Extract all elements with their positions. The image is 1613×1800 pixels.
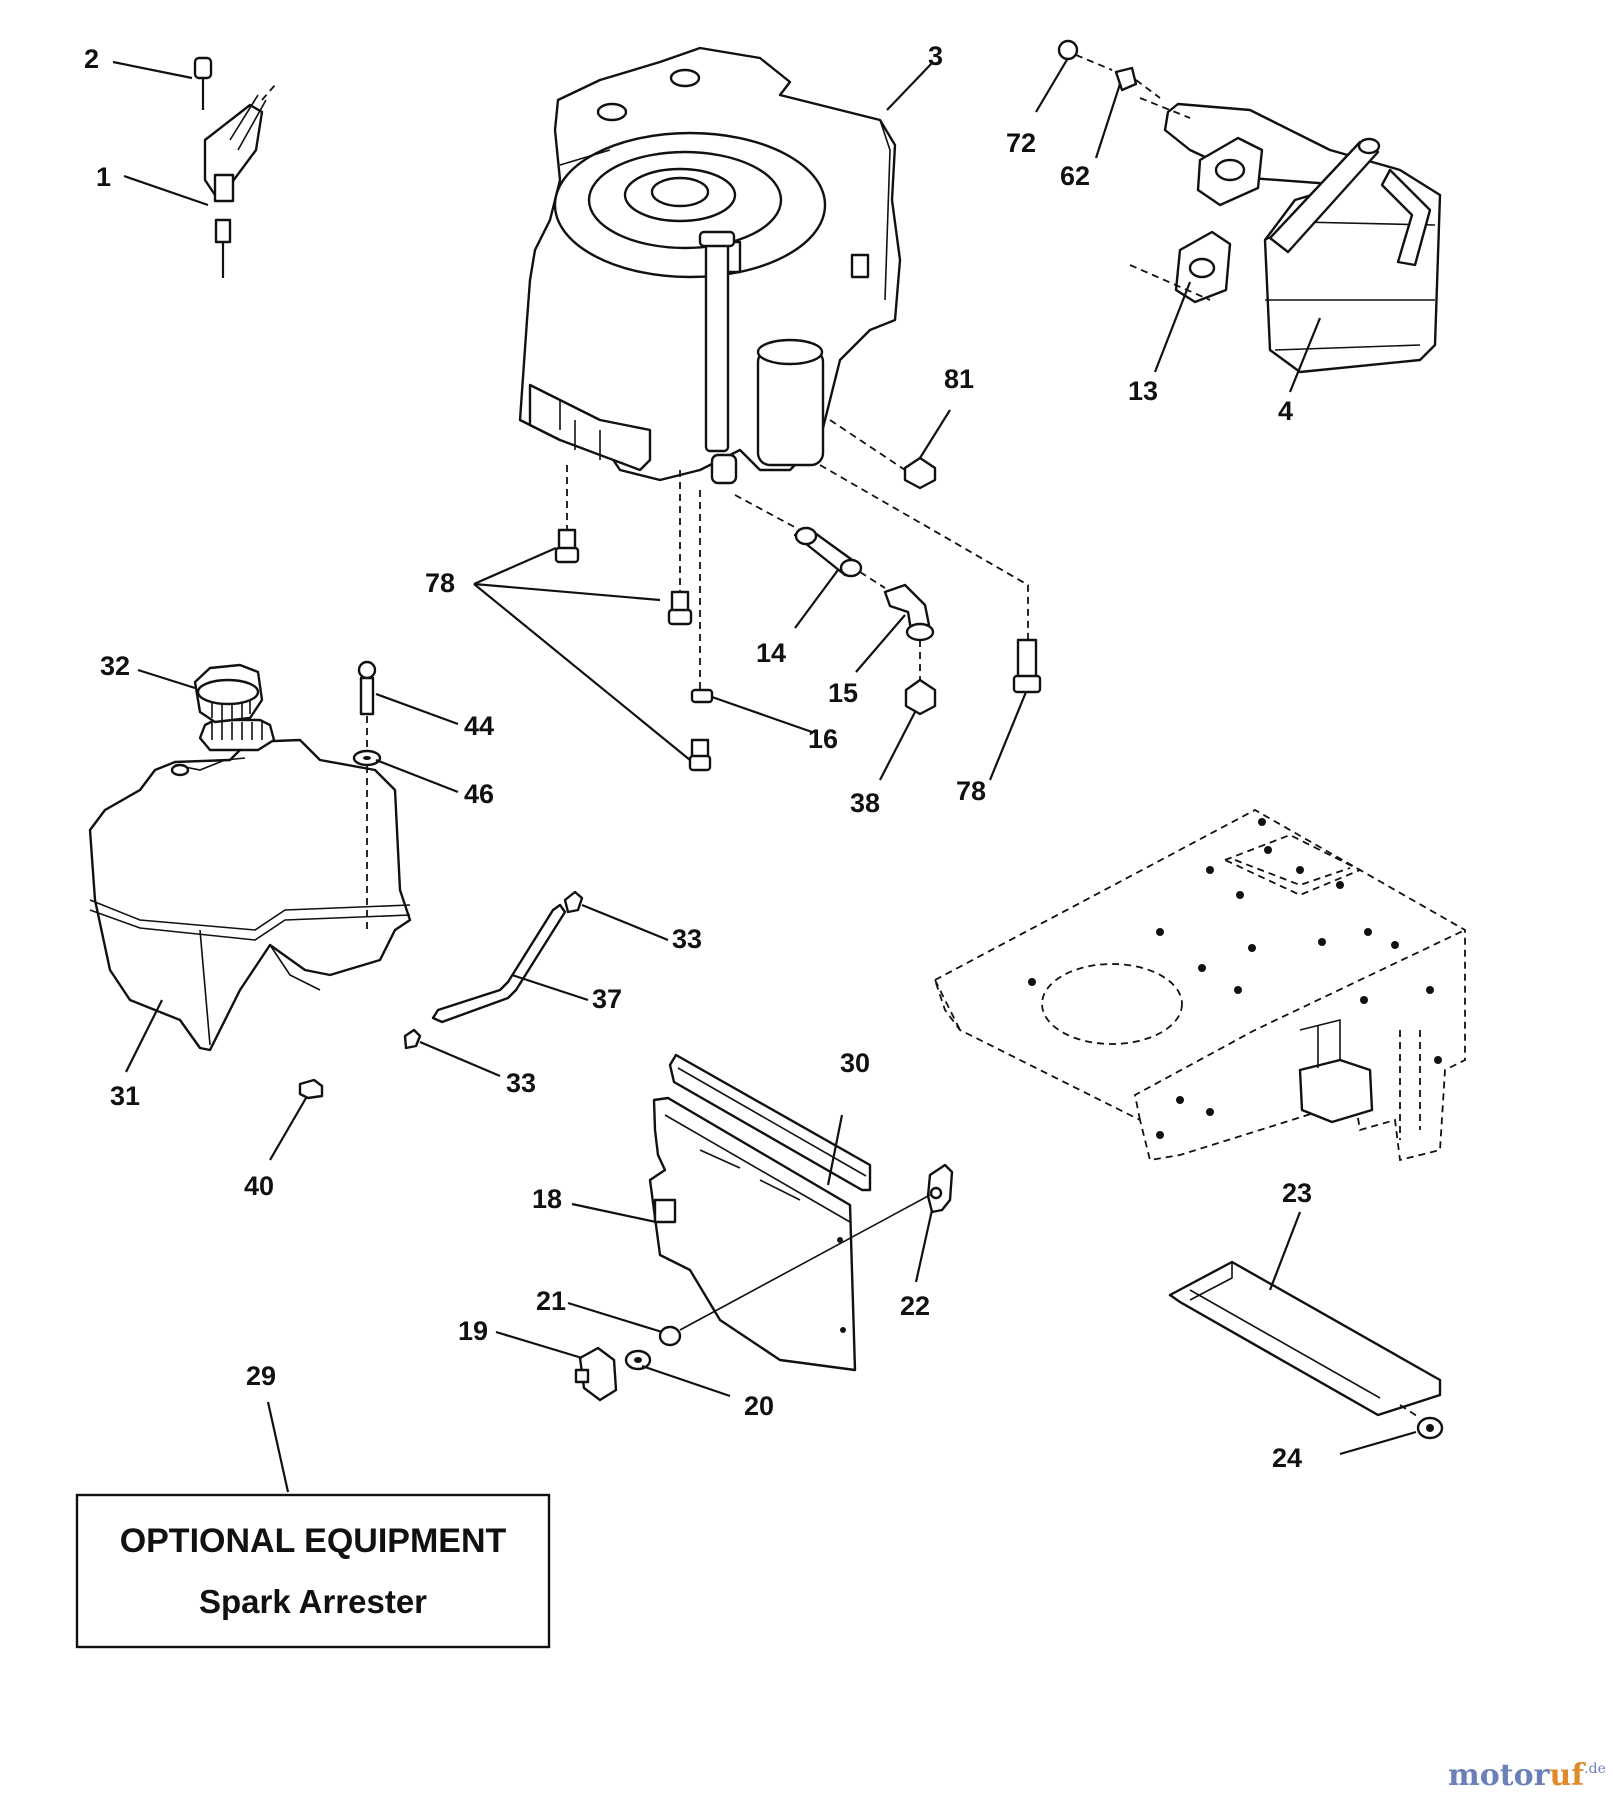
callout-4: 4	[1278, 396, 1293, 426]
optional-equipment-box: OPTIONAL EQUIPMENT Spark Arrester	[75, 1493, 551, 1649]
callout-62: 62	[1060, 161, 1090, 191]
callout-31: 31	[110, 1081, 140, 1111]
heat-shield-part	[648, 1053, 954, 1372]
callout-14: 14	[756, 638, 786, 668]
callout-18: 18	[532, 1184, 562, 1214]
callout-24: 24	[1272, 1443, 1302, 1473]
exhaust-bolt-part	[1057, 39, 1161, 99]
callout-46: 46	[464, 779, 494, 809]
callout-23: 23	[1282, 1178, 1312, 1208]
callout-81: 81	[944, 364, 974, 394]
motoruf-watermark: motoruf.de	[1448, 1758, 1606, 1793]
fuel-line-part	[298, 890, 584, 1100]
callout-29: 29	[246, 1361, 276, 1391]
callout-33-lower: 33	[506, 1068, 536, 1098]
callout-13: 13	[1128, 376, 1158, 406]
callout-22: 22	[900, 1291, 930, 1321]
callout-32: 32	[100, 651, 130, 681]
callout-72: 72	[1006, 128, 1036, 158]
callout-20: 20	[744, 1391, 774, 1421]
callout-44: 44	[464, 711, 494, 741]
callout-33-upper: 33	[672, 924, 702, 954]
callout-30: 30	[840, 1048, 870, 1078]
watermark-part2: uf	[1549, 1758, 1586, 1793]
spark-arrester-label: Spark Arrester	[199, 1583, 427, 1620]
muffler-part	[1129, 97, 1442, 374]
optional-equipment-title: OPTIONAL EQUIPMENT	[120, 1522, 507, 1560]
fuel-tank-part	[88, 663, 412, 1052]
callout-1: 1	[96, 162, 111, 192]
callout-19: 19	[458, 1316, 488, 1346]
engine-part	[518, 46, 902, 485]
callout-16: 16	[808, 724, 838, 754]
callout-37: 37	[592, 984, 622, 1014]
callout-40: 40	[244, 1171, 274, 1201]
callout-3: 3	[928, 41, 943, 71]
svg-text:motoruf.de: motoruf.de	[1448, 1758, 1606, 1793]
frame-part	[933, 808, 1466, 1162]
callout-38: 38	[850, 788, 880, 818]
callout-78-group: 78	[425, 568, 455, 598]
cover-plate-part	[1168, 1260, 1444, 1440]
callout-78-right: 78	[956, 776, 986, 806]
callout-15: 15	[828, 678, 858, 708]
watermark-suffix: .de	[1584, 1761, 1606, 1777]
throttle-bracket-part	[193, 56, 276, 278]
tank-bolt-part	[352, 660, 382, 930]
shield-fastener-part	[574, 1325, 682, 1402]
engine-nut-part	[829, 419, 937, 490]
oil-drain-part	[690, 494, 937, 716]
engine-bolts-part	[554, 464, 1042, 772]
watermark-part1: motor	[1448, 1758, 1551, 1793]
callout-2: 2	[84, 44, 99, 74]
callout-21: 21	[536, 1286, 566, 1316]
